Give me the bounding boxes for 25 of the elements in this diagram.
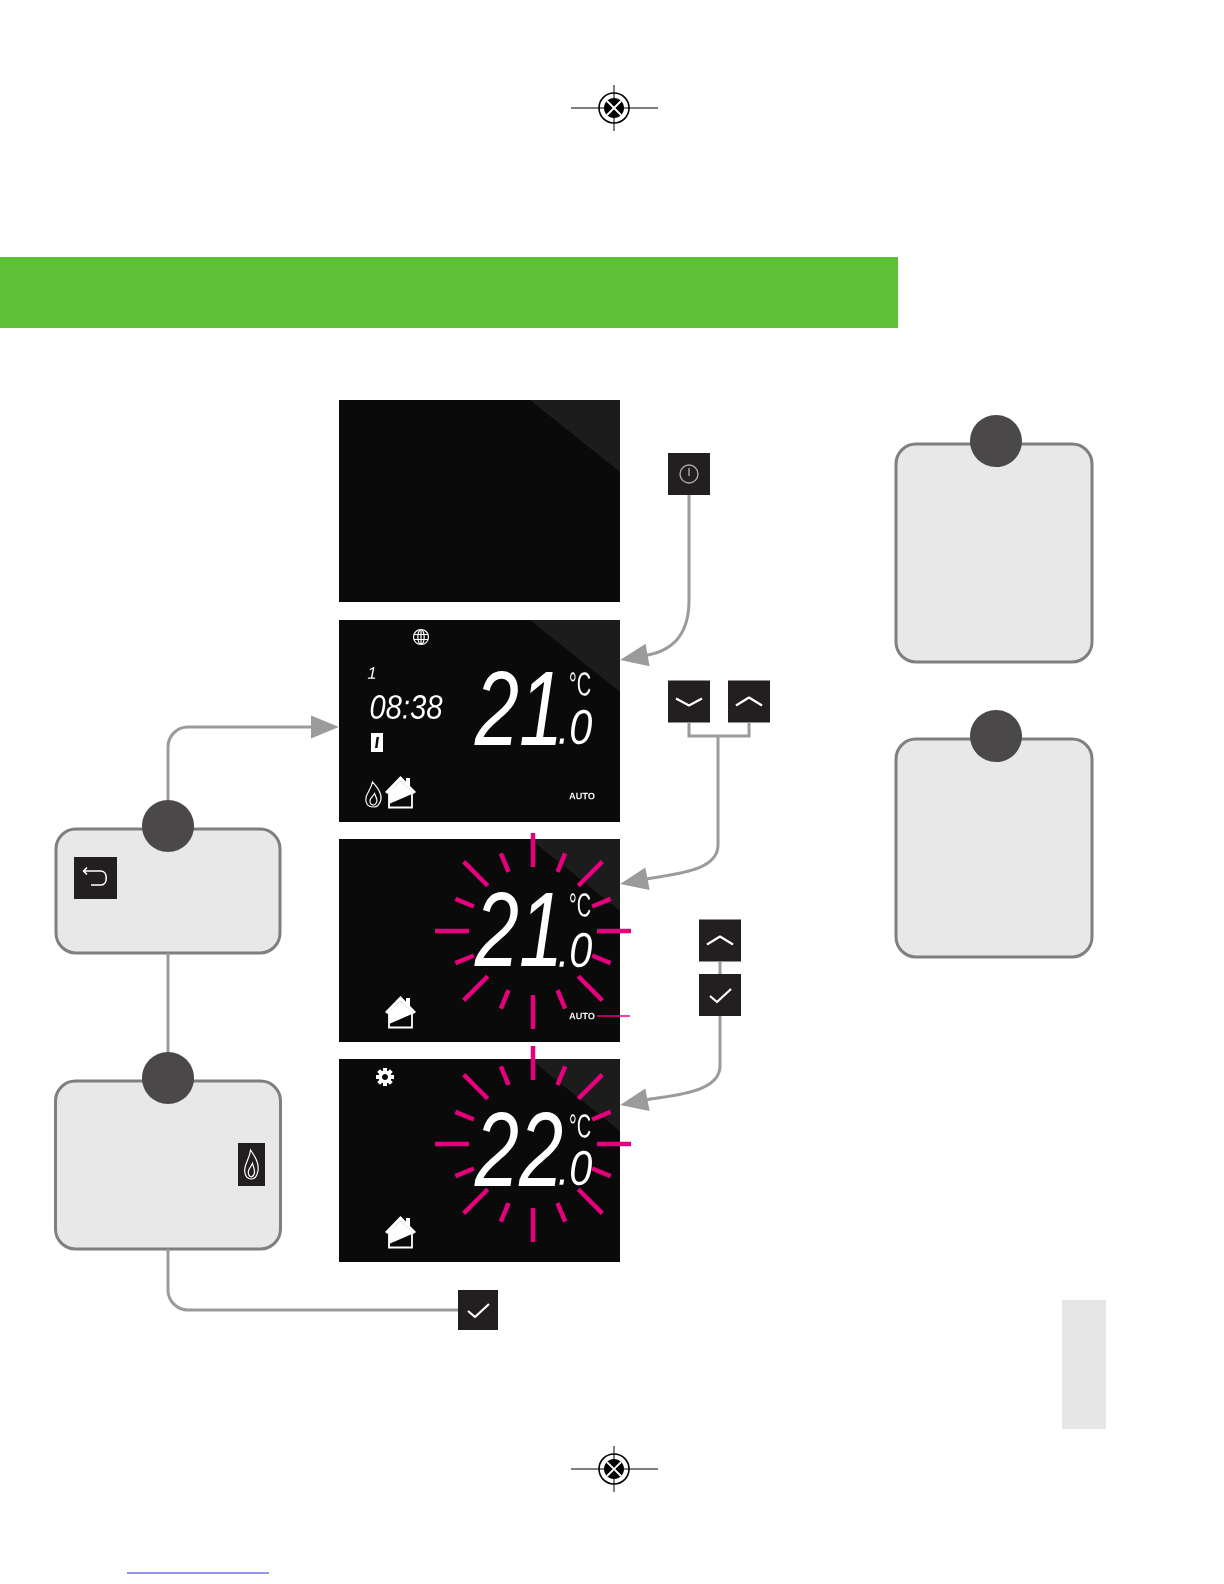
mode-label: AUTO <box>569 792 595 800</box>
unit-symbol: °C <box>570 1114 591 1138</box>
clock-digits: 08:38 <box>370 695 443 719</box>
step-circle <box>142 800 194 852</box>
mode-label: AUTO <box>569 1012 595 1020</box>
info-panel <box>894 442 1094 664</box>
display-screen <box>339 400 620 602</box>
connector-line <box>166 1249 458 1312</box>
step-circle <box>970 710 1022 762</box>
day-number: 1 <box>367 667 376 679</box>
info-panel <box>54 1079 282 1251</box>
decimal-digits: .0 <box>559 932 592 968</box>
step-circle <box>970 415 1022 467</box>
unit-symbol: °C <box>570 672 591 696</box>
unit-symbol: °C <box>570 893 591 917</box>
info-panel <box>894 737 1094 959</box>
step-circle <box>142 1052 194 1104</box>
connector-line <box>166 953 170 1052</box>
decimal-digits: .0 <box>559 709 592 745</box>
leader-line <box>596 1015 631 1017</box>
info-panel <box>54 827 282 955</box>
temperature-digits: 21 <box>474 671 557 745</box>
connector-line <box>718 961 722 974</box>
temperature-digits: 21 <box>474 892 557 966</box>
side-tab <box>1062 1300 1106 1429</box>
